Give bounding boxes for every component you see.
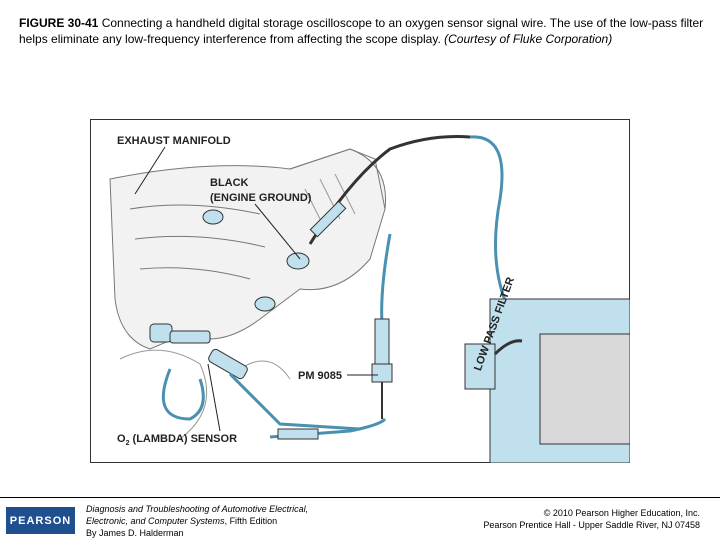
engine-ground-label: (ENGINE GROUND): [210, 192, 312, 204]
copyright-notice: © 2010 Pearson Higher Education, Inc. Pe…: [400, 507, 700, 531]
pm-label: PM 9085: [298, 370, 342, 382]
oscilloscope: LOW PASS FILTER: [464, 276, 630, 463]
ground-lead: [308, 135, 471, 245]
caption-text: Connecting a handheld digital storage os…: [19, 16, 704, 46]
callout-arrows: [134, 146, 378, 432]
book-info: Diagnosis and Troubleshooting of Automot…: [86, 503, 386, 539]
oxygen-sensor: [149, 323, 361, 431]
caption-courtesy: (Courtesy of Fluke Corporation): [444, 32, 613, 46]
footer-divider: [0, 497, 720, 498]
pearson-logo: PEARSON: [6, 507, 75, 534]
book-author: By James D. Halderman: [86, 528, 184, 538]
book-edition: , Fifth Edition: [224, 516, 278, 526]
black-label: BLACK: [210, 177, 249, 189]
book-title-line1: Diagnosis and Troubleshooting of Automot…: [86, 504, 309, 514]
copyright-line1: © 2010 Pearson Higher Education, Inc.: [543, 508, 700, 518]
figure-label: FIGURE 30-41: [19, 16, 99, 30]
sensor-wire-loop: [161, 368, 205, 421]
o2-sensor-label: O2 (LAMBDA) SENSOR: [117, 433, 237, 447]
exhaust-manifold-label: EXHAUST MANIFOLD: [117, 135, 231, 147]
oscilloscope-connection-illustration: LOW PASS FILTER EXHAUST MANIFOLD BLACK (…: [90, 119, 630, 463]
scope-probe-cable: [269, 135, 522, 440]
low-pass-filter: [464, 343, 496, 390]
book-title-line2: Electronic, and Computer Systems: [86, 516, 225, 526]
copyright-line2: Pearson Prentice Hall - Upper Saddle Riv…: [483, 520, 700, 530]
manifold-bolts: [202, 209, 310, 312]
figure-caption: FIGURE 30-41 Connecting a handheld digit…: [19, 15, 709, 47]
exhaust-manifold-drawing: [109, 148, 387, 440]
